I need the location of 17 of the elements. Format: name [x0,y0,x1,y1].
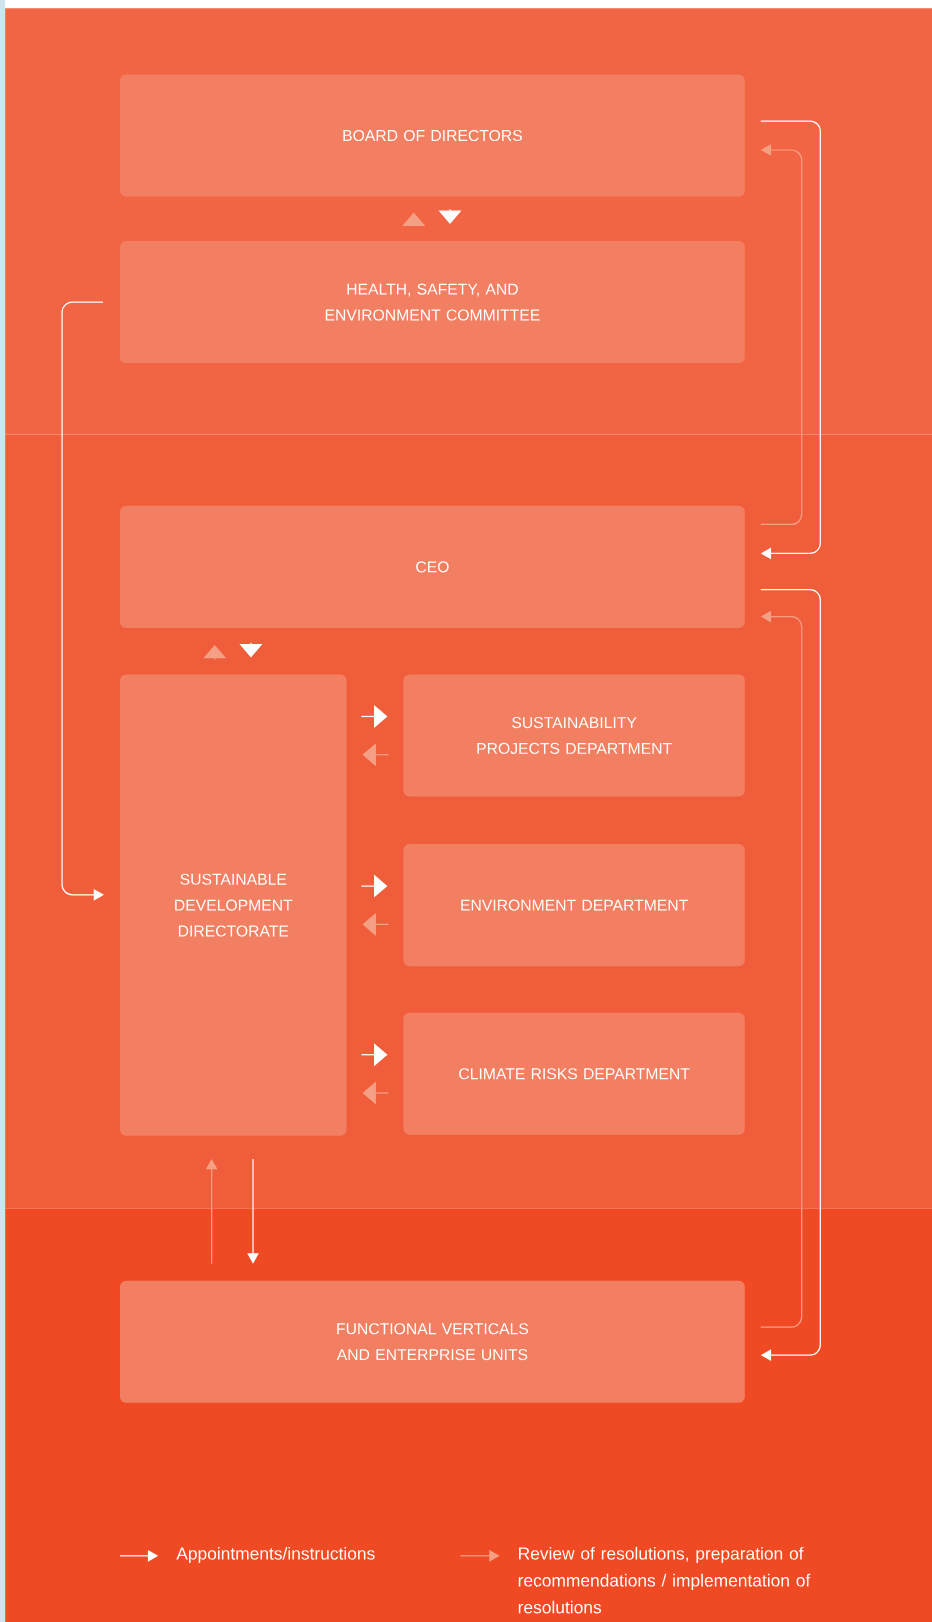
arrow [760,589,821,1361]
org-box: HEALTH, SAFETY, AND ENVIRONMENT COMMITTEE [120,241,745,364]
org-box: ENVIRONMENT DEPARTMENT [403,844,745,967]
arrow [760,144,803,526]
org-box: SUSTAINABILITY PROJECTS DEPARTMENT [403,674,745,797]
org-box: FUNCTIONAL VERTICALS AND ENTERPRISE UNITS [120,1280,745,1403]
org-box: CLIMATE RISKS DEPARTMENT [403,1012,745,1135]
org-box: BOARD OF DIRECTORS [120,74,745,197]
legend-text: Review of resolutions, preparation of recommendations / implementation of resolutions [518,1546,811,1614]
org-box: SUSTAINABLE DEVELOPMENT DIRECTORATE [120,674,347,1136]
arrow [61,301,104,901]
org-box: CEO [120,505,745,628]
arrow [360,704,388,728]
arrow [760,120,821,560]
legend-text: Appointments/instructions [176,1546,375,1564]
arrow [362,743,390,767]
arrow [205,1159,218,1265]
